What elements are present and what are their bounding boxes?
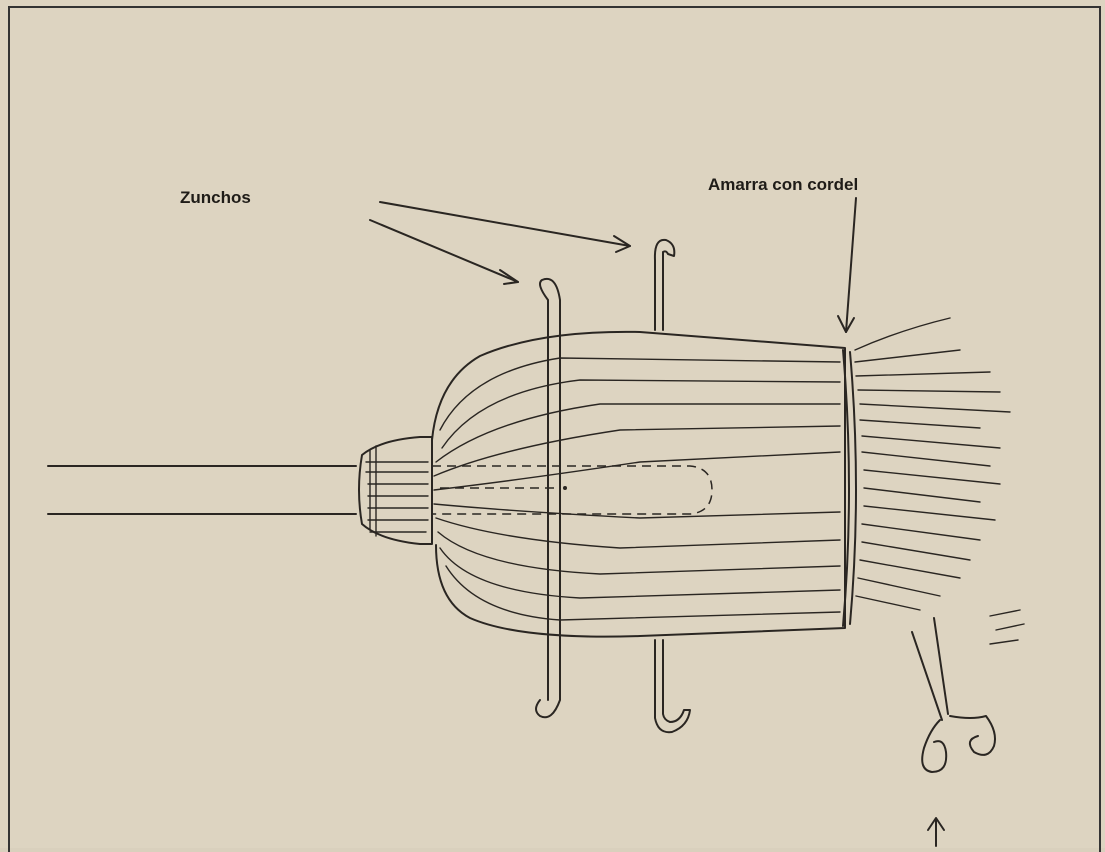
loose-bristles bbox=[855, 318, 1024, 644]
zunchos-arrows bbox=[370, 202, 630, 284]
band-back bbox=[655, 240, 690, 732]
band-front bbox=[536, 279, 567, 717]
scissors-icon bbox=[912, 618, 995, 846]
zunchos-label: Zunchos bbox=[180, 188, 251, 208]
amarra-con-cordel-label: Amarra con cordel bbox=[708, 175, 858, 195]
broom-handle bbox=[48, 466, 356, 514]
broom-collar bbox=[359, 437, 432, 544]
amarra-arrow bbox=[838, 198, 856, 332]
bristle-bundle bbox=[432, 332, 845, 637]
